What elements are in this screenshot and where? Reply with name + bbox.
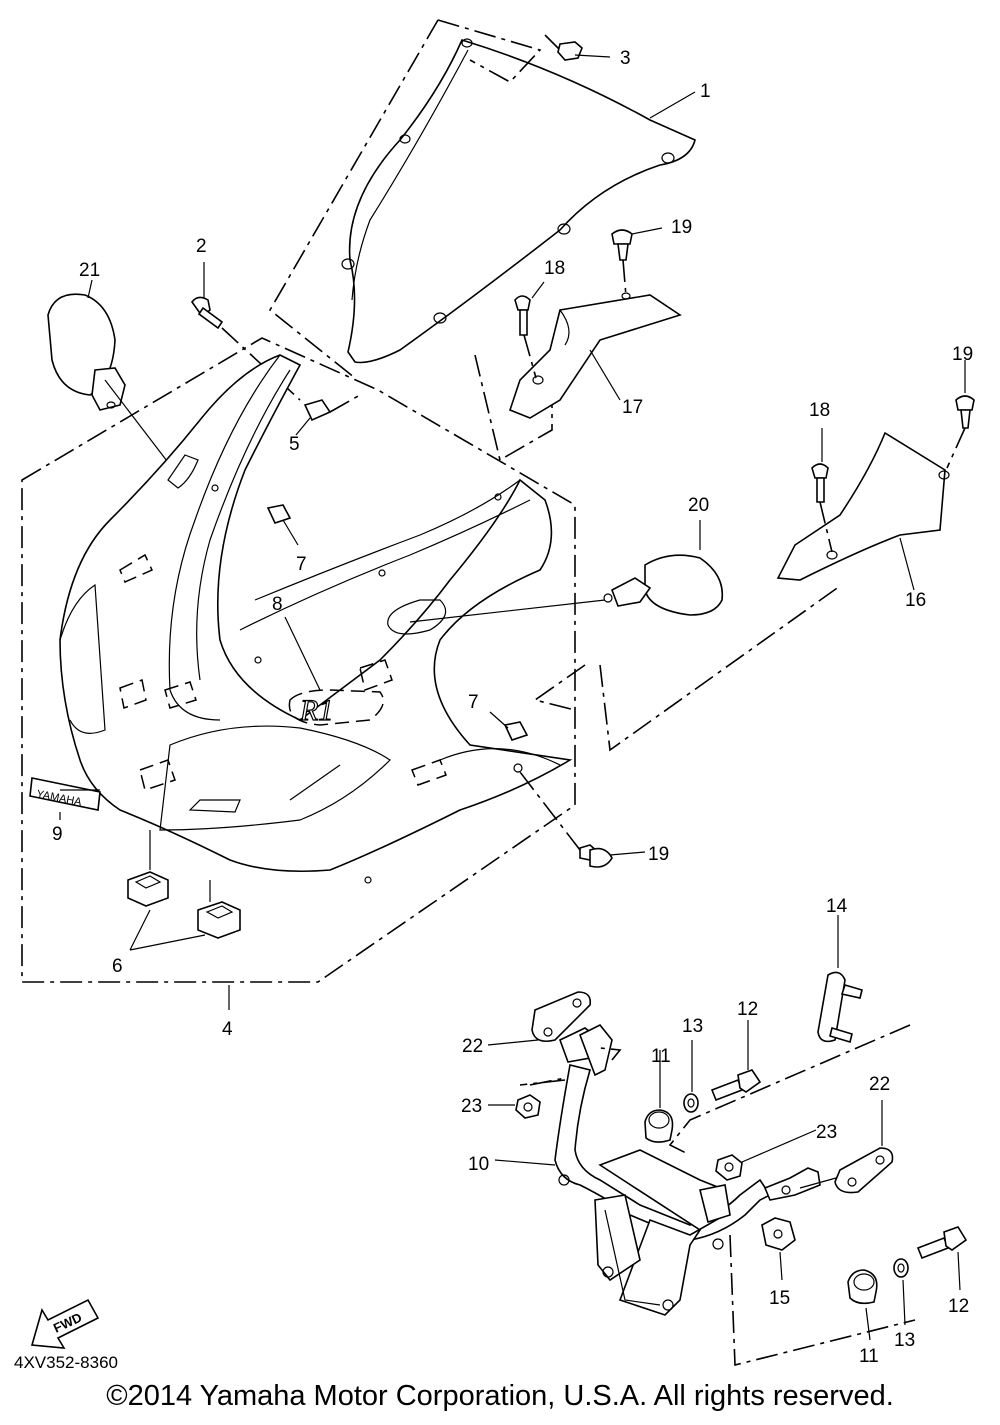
callout-23-lower: 23 — [816, 1122, 837, 1143]
screw-19-right — [946, 395, 975, 469]
callout-3: 3 — [620, 48, 631, 69]
callout-20: 20 — [688, 495, 709, 516]
leader-lines — [59, 91, 966, 1341]
callout-19-lower: 19 — [648, 844, 669, 865]
callout-1: 1 — [700, 81, 711, 102]
callout-4: 4 — [222, 1019, 233, 1040]
callout-18-lower: 18 — [809, 400, 830, 421]
callout-13-lower: 13 — [894, 1330, 915, 1351]
grommet-6b — [197, 901, 241, 939]
callout-5: 5 — [289, 434, 300, 455]
cowling-stay — [554, 1023, 821, 1316]
fwd-arrow: FWD — [30, 1298, 100, 1349]
bolt-12-lower — [916, 1226, 968, 1260]
callout-12-upper: 12 — [737, 999, 758, 1020]
callout-10: 10 — [468, 1154, 489, 1175]
r1-logo-text: R1 — [299, 694, 333, 727]
nut-7-upper — [266, 504, 292, 524]
callout-13-upper: 13 — [682, 1016, 703, 1037]
bracket-22-lower — [799, 1147, 894, 1194]
screw-19-lower — [519, 771, 646, 868]
callout-22-lower: 22 — [869, 1074, 890, 1095]
inner-panel-17 — [509, 292, 682, 419]
callout-22-upper: 22 — [462, 1036, 483, 1057]
callout-11-lower: 11 — [859, 1346, 879, 1367]
grommet-6a — [127, 871, 169, 907]
inner-panel-16 — [776, 431, 950, 581]
callout-labels: 1 2 3 4 5 6 7 7 8 9 10 11 11 12 12 13 13… — [52, 48, 973, 1367]
washer-13-lower — [893, 1258, 909, 1278]
damper-11-lower — [847, 1269, 878, 1305]
damper-11-upper — [644, 1109, 674, 1143]
callout-7-lower: 7 — [468, 692, 479, 713]
callout-6: 6 — [112, 956, 123, 977]
catalog-number: 4XV352-8360 — [14, 1353, 118, 1372]
callout-18-upper: 18 — [544, 258, 565, 279]
screw-3 — [557, 41, 611, 61]
nut-23-lower — [715, 1154, 743, 1181]
nut-23-upper — [515, 1094, 541, 1119]
upper-cowling — [59, 354, 573, 884]
callout-16: 16 — [905, 590, 926, 611]
copyright-notice: ©2014 Yamaha Motor Corporation, U.S.A. A… — [106, 1380, 894, 1412]
bracket-14 — [817, 971, 863, 1044]
r1-logo: R1 — [288, 689, 385, 728]
callout-14: 14 — [826, 896, 848, 917]
nut-7-lower — [503, 721, 529, 741]
mirror-left — [47, 293, 181, 479]
callout-2: 2 — [196, 236, 207, 257]
callout-7-upper: 7 — [296, 554, 307, 575]
callout-11-upper: 11 — [651, 1046, 671, 1067]
collar-15 — [761, 1217, 796, 1251]
windshield — [341, 38, 696, 364]
callout-21: 21 — [79, 260, 100, 281]
callout-12-lower: 12 — [948, 1296, 969, 1317]
callout-8: 8 — [272, 594, 283, 615]
bolt-12-upper — [710, 1069, 762, 1102]
callout-9: 9 — [52, 824, 63, 845]
yamaha-emblem: YAMAHA — [29, 777, 101, 811]
screw-19-top — [611, 227, 663, 297]
callout-19-top: 19 — [671, 217, 692, 238]
screw-18-upper — [514, 295, 537, 379]
callout-19-right: 19 — [952, 344, 973, 365]
mirror-right — [409, 554, 724, 623]
washer-13-upper — [683, 1093, 699, 1113]
callout-17: 17 — [622, 397, 643, 418]
clip-5 — [303, 394, 361, 422]
screw-18-lower — [811, 463, 833, 553]
callout-15: 15 — [769, 1288, 790, 1309]
callout-23-upper: 23 — [461, 1096, 482, 1117]
bracket-22-upper — [531, 991, 592, 1043]
